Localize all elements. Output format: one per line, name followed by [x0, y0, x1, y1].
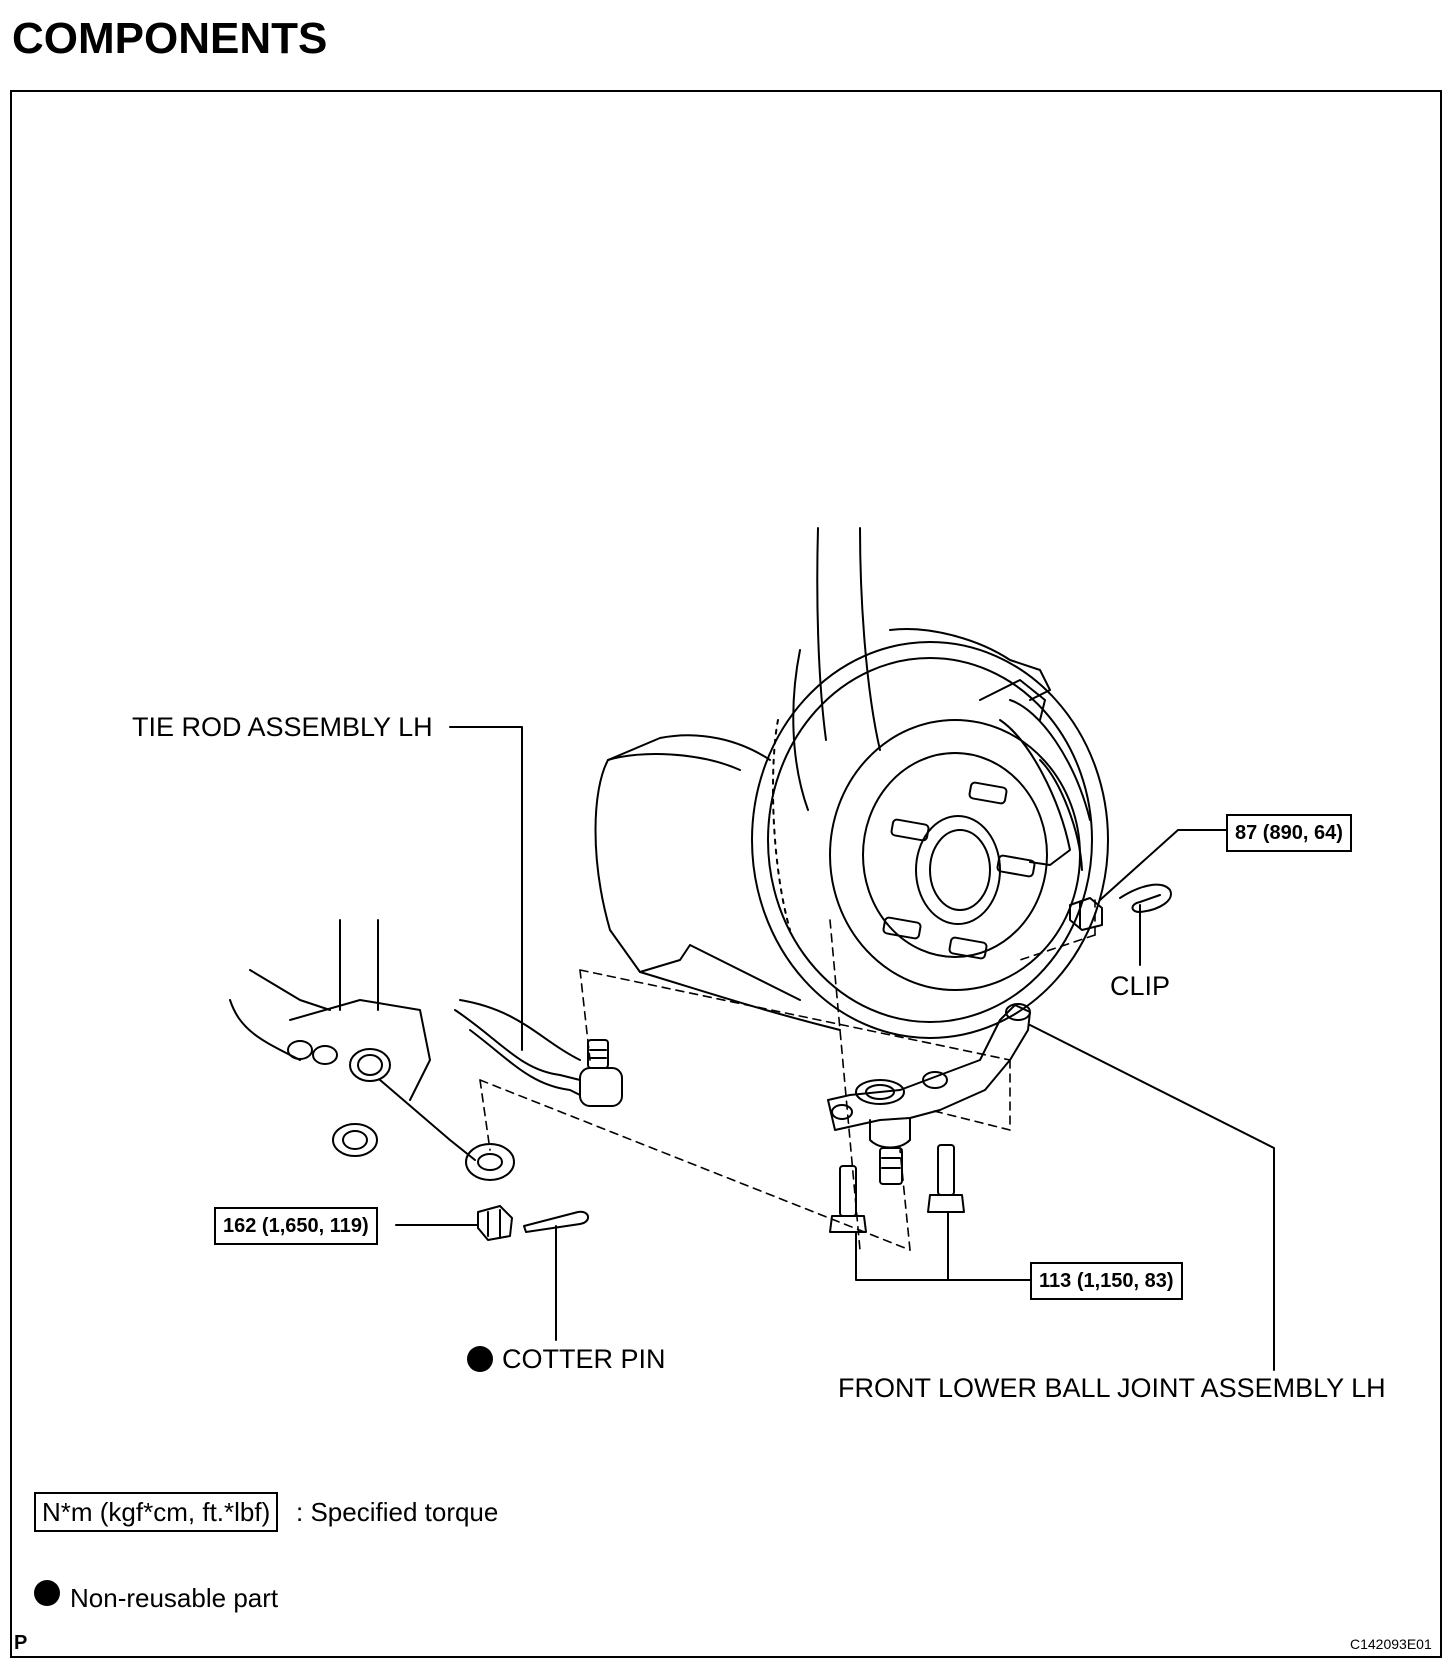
torque-box-162: 162 (1,650, 119)	[214, 1207, 378, 1245]
label-clip: CLIP	[1110, 971, 1171, 1001]
castle-nut-left	[477, 1205, 513, 1241]
legend-nonreusable: Non-reusable part	[70, 1583, 279, 1613]
legend-torque-unit: N*m (kgf*cm, ft.*lbf)	[34, 1492, 279, 1532]
dust-cover	[594, 734, 841, 1031]
tie-rod-end	[454, 1009, 623, 1107]
cotter-pin	[523, 1210, 589, 1233]
ball-joint-assembly	[827, 1003, 1031, 1185]
page-title: COMPONENTS	[12, 14, 328, 63]
figure-code: C142093E01	[1350, 1636, 1432, 1652]
legend-torque-desc: : Specified torque	[296, 1497, 499, 1527]
diagram-frame	[10, 90, 1442, 1658]
torque-box-113: 113 (1,150, 83)	[1030, 1262, 1183, 1300]
dashed-guides	[479, 899, 1096, 1251]
label-cotter-pin: COTTER PIN	[502, 1344, 666, 1374]
castle-nut-right	[1069, 897, 1103, 931]
lower-arm	[229, 919, 581, 1181]
corner-mark: P	[14, 1632, 28, 1654]
clip	[1119, 883, 1172, 913]
label-ball-joint: FRONT LOWER BALL JOINT ASSEMBLY LH	[838, 1373, 1386, 1403]
filled-circle-icon	[34, 1580, 60, 1606]
hub-bolts	[882, 781, 1036, 960]
disc-rotor	[751, 641, 1109, 1039]
nonreusable-marker-cotter-pin	[467, 1346, 493, 1372]
brake-caliper	[889, 628, 1091, 871]
ball-joint-bolts	[829, 1144, 965, 1233]
knuckle-strut	[792, 527, 881, 811]
label-tie-rod: TIE ROD ASSEMBLY LH	[132, 712, 433, 742]
torque-box-87: 87 (890, 64)	[1226, 814, 1352, 852]
leader-lines	[395, 726, 1275, 1371]
